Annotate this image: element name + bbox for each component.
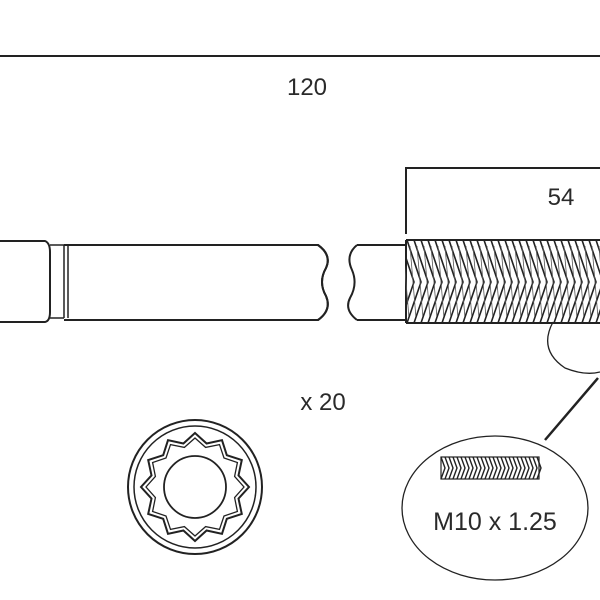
thread-sample-icon [440, 456, 542, 480]
bolt-shank [0, 240, 406, 323]
total-length-dimension: 120 [0, 55, 600, 101]
bolt-head-end [0, 240, 51, 323]
thread-length-label: 54 [548, 184, 575, 211]
bolt-head-end-view [127, 419, 263, 555]
total-length-label: 120 [287, 74, 327, 101]
thread-detail-ellipse [401, 435, 589, 581]
head-inner-circle [133, 425, 257, 549]
detail-callout-curve [547, 321, 600, 374]
head-outer-circle [127, 419, 263, 555]
shank-left-section [64, 244, 329, 321]
thread-pattern [405, 239, 600, 324]
twelve-point-socket-inner [145, 437, 245, 537]
thread-length-dimension: 54 [405, 167, 600, 234]
thread-detail: M10 x 1.25 [401, 435, 589, 581]
break-curve-right [347, 244, 358, 321]
break-curve-left [317, 244, 329, 321]
detail-leader [544, 321, 600, 441]
socket-center-circle [163, 455, 227, 519]
quantity-label: x 20 [300, 389, 345, 416]
twelve-point-socket-outer [139, 431, 251, 543]
thread-length-bracket [405, 167, 600, 234]
leader-line [544, 377, 599, 441]
threaded-section [405, 239, 600, 324]
thread-spec-label: M10 x 1.25 [433, 508, 557, 536]
